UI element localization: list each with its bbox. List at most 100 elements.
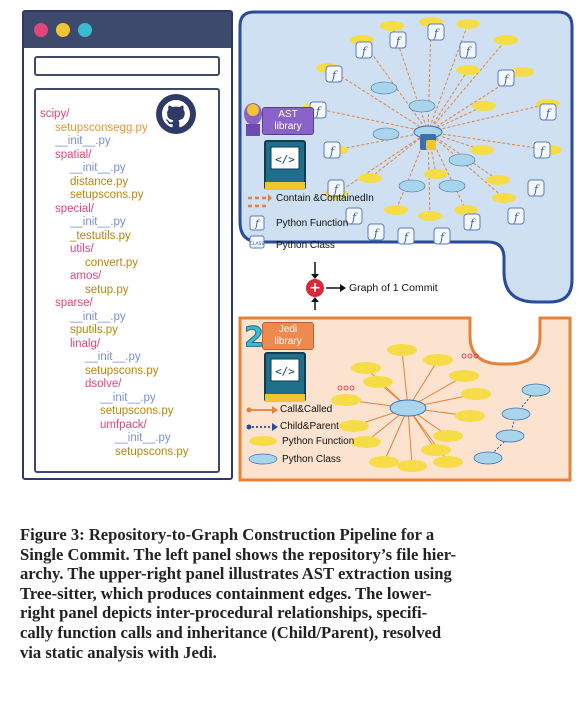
file-tree-entry: utils/ <box>70 243 94 255</box>
function-node <box>470 145 494 155</box>
class-node <box>501 407 531 421</box>
function-icon: f <box>367 223 385 241</box>
file-tree-entry: amos/ <box>70 270 102 282</box>
file-tree-entry: distance.py <box>70 175 129 188</box>
function-icon: f <box>427 23 445 41</box>
jedi-legend-function-label: Python Function <box>282 436 355 447</box>
function-node <box>339 420 369 432</box>
svg-text:f: f <box>469 217 476 230</box>
function-node <box>472 101 496 111</box>
svg-text:f: f <box>545 107 552 120</box>
jedi-library-label-2: library <box>274 336 302 347</box>
file-tree-entry: setupsconsegg.py <box>55 121 148 134</box>
svg-text:f: f <box>539 145 546 158</box>
function-icon: f <box>325 65 343 83</box>
function-node <box>433 430 463 442</box>
function-icon: f <box>433 227 451 245</box>
file-tree-entry: dsolve/ <box>85 378 122 390</box>
function-node <box>461 388 491 400</box>
class-node <box>372 127 400 141</box>
svg-text:f: f <box>433 27 440 40</box>
function-icon: f <box>323 141 341 159</box>
caption-line: Figure 3: Repository-to-Graph Constructi… <box>20 525 435 544</box>
function-icon: f <box>327 179 345 197</box>
file-tree-entry: setupscons.py <box>85 364 159 377</box>
svg-text:f: f <box>503 73 510 86</box>
contain-edge <box>327 67 429 133</box>
function-node <box>454 205 478 215</box>
minimize-dot-icon <box>56 23 70 37</box>
contain-edge <box>427 131 467 211</box>
ellipsis-dot <box>343 385 349 391</box>
jedi-legend-call-label: Call&Called <box>280 404 333 415</box>
class-node <box>370 81 398 95</box>
file-tree-entry: __init__.py <box>70 310 126 323</box>
function-node <box>351 362 381 374</box>
ellipsis-dot <box>337 385 343 391</box>
jedi-library-badge: Jedi library <box>262 322 314 350</box>
jedi-book-icon: </> <box>264 352 306 402</box>
ast-legend-class-label: Python Class <box>276 240 335 251</box>
svg-text:f: f <box>465 45 472 58</box>
address-bar <box>34 56 220 76</box>
caption-line: via static analysis with Jedi. <box>20 642 217 662</box>
function-node <box>351 436 381 448</box>
function-node <box>492 193 516 203</box>
ast-panel-background <box>238 10 574 304</box>
file-tree-entry: _testutils.py <box>70 229 131 242</box>
class-node <box>521 383 551 397</box>
contain-edge <box>427 103 549 133</box>
github-logo-icon <box>156 94 196 134</box>
function-node <box>363 376 393 388</box>
svg-text:f: f <box>315 105 322 118</box>
svg-text:f: f <box>351 211 358 224</box>
caption-line: right panel depicts inter-procedural rel… <box>20 603 428 623</box>
class-node <box>495 429 525 443</box>
merge-graph-label: Graph of 1 Commit <box>349 282 438 294</box>
function-node <box>494 35 518 45</box>
function-icon: f <box>497 69 515 87</box>
file-tree-entry: sputils.py <box>70 324 118 336</box>
file-tree-entry: spatial/ <box>55 148 92 161</box>
svg-text:f: f <box>333 183 340 196</box>
function-icon: f <box>345 207 363 225</box>
function-icon: f <box>527 179 545 197</box>
file-tree-entry: __init__.py <box>70 162 126 174</box>
function-node <box>369 456 399 468</box>
file-tree-entry: sparse/ <box>55 297 93 309</box>
function-node <box>486 175 510 185</box>
contain-edge <box>395 131 429 211</box>
function-icon: f <box>539 103 557 121</box>
svg-text:f: f <box>254 219 261 230</box>
contain-edge <box>335 131 429 195</box>
ast-library-label-2: library <box>274 121 302 132</box>
function-node <box>358 173 382 183</box>
svg-text:f: f <box>331 69 338 82</box>
maximize-dot-icon <box>78 23 92 37</box>
function-icon: f <box>459 41 477 59</box>
function-node <box>423 354 453 366</box>
merge-arrows <box>311 262 346 310</box>
jedi-library-label-1: Jedi <box>278 324 298 335</box>
contain-edge <box>427 131 551 151</box>
file-tree-entry: convert.py <box>85 256 139 269</box>
jedi-graph <box>331 344 551 472</box>
file-tree-entry: linalg/ <box>70 337 101 350</box>
file-tree-entry: __init__.py <box>115 432 171 444</box>
function-node <box>433 456 463 468</box>
contain-edge <box>391 25 429 133</box>
merge-plus-icon: + <box>306 279 324 297</box>
class-node <box>398 179 426 193</box>
function-node <box>397 460 427 472</box>
file-tree-entry: __init__.py <box>85 351 141 363</box>
contain-edge <box>313 107 429 133</box>
ast-legend-function-label: Python Function <box>276 218 349 229</box>
function-node <box>455 410 485 422</box>
jedi-legend-class-label: Python Class <box>282 454 341 465</box>
ellipsis-dot <box>473 353 479 359</box>
ellipsis-dot <box>461 353 467 359</box>
ellipsis-dot <box>349 385 355 391</box>
contain-edge <box>369 131 429 179</box>
